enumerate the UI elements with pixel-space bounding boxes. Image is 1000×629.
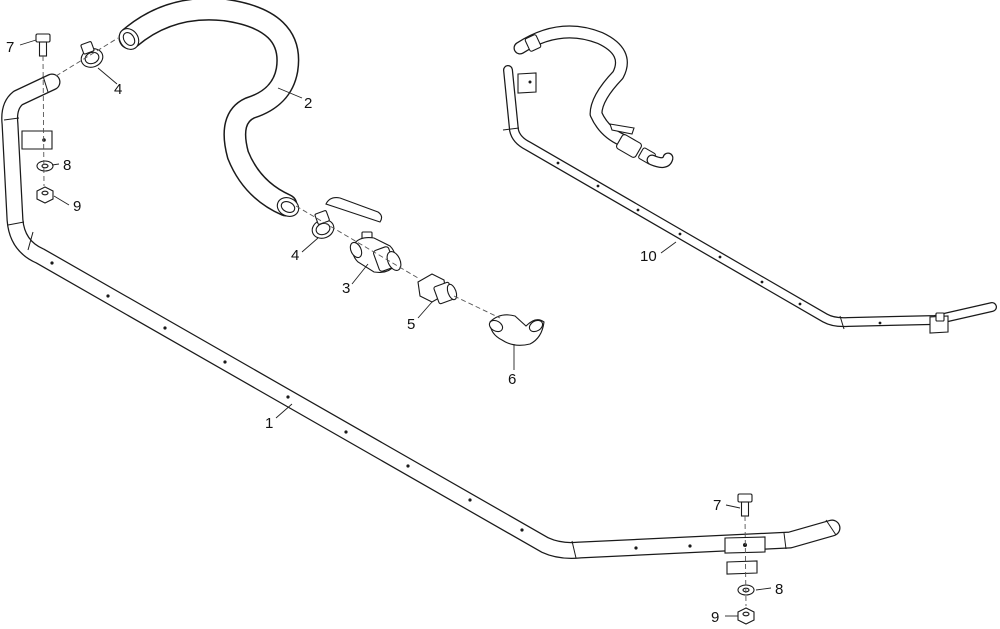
bolt-part-7-left — [35, 33, 51, 57]
nut-part-9-left — [36, 186, 54, 204]
boom-pipe-part-1 — [1, 73, 841, 575]
callout-10: 10 — [640, 248, 657, 265]
callout-8-left: 8 — [63, 157, 71, 174]
hose-clamp-part-4-lower — [311, 210, 335, 239]
ball-valve-part-3 — [325, 197, 402, 273]
leader-lines — [19, 39, 772, 617]
callout-5: 5 — [407, 316, 415, 333]
callout-6: 6 — [508, 371, 516, 388]
callout-3: 3 — [342, 280, 350, 297]
callout-1: 1 — [265, 415, 273, 432]
callout-7-left: 7 — [6, 39, 14, 56]
bolt-part-7-right — [737, 493, 753, 517]
callout-8-right: 8 — [775, 581, 783, 598]
assembly-centerlines — [42, 37, 747, 607]
hose-clamp-part-4-upper — [80, 41, 104, 68]
hex-nipple-part-5 — [417, 273, 458, 305]
callout-9-left: 9 — [73, 198, 81, 215]
elbow-fitting-part-6 — [488, 314, 545, 346]
callout-2: 2 — [304, 95, 312, 112]
callout-4-upper: 4 — [114, 81, 122, 98]
callout-4-lower: 4 — [291, 247, 299, 264]
callout-9-right: 9 — [711, 609, 719, 626]
callout-7-right: 7 — [713, 497, 721, 514]
boom-assembly-part-10 — [502, 25, 997, 334]
washer-part-8-left — [36, 160, 54, 172]
nut-part-9-right — [737, 607, 755, 625]
hose-part-2 — [118, 0, 300, 217]
callout-labels: 7 4 2 8 9 4 3 5 6 1 10 7 8 9 — [6, 39, 783, 626]
